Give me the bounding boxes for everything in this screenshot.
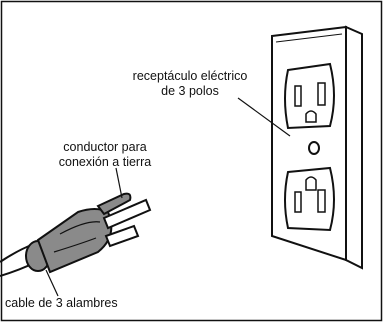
- upper-slot-left: [294, 85, 302, 107]
- lower-slot-right: [317, 189, 326, 213]
- ground-leader-line: [115, 167, 123, 199]
- ground-label-line2: conexión a tierra: [59, 155, 151, 169]
- center-screw: [308, 141, 320, 155]
- receptacle-leader-line: [237, 97, 291, 137]
- lower-outlet: [284, 166, 335, 232]
- plug-blade-upper: [102, 198, 152, 230]
- upper-slot-right: [317, 82, 326, 106]
- upper-ground-hole: [305, 110, 317, 123]
- plug: [25, 192, 152, 274]
- ground-label-line1: conductor para: [63, 140, 146, 154]
- cable-leader-line: [45, 269, 59, 297]
- upper-outlet: [284, 62, 335, 130]
- receptacle-label-line2: de 3 polos: [161, 84, 219, 98]
- lower-slot-left: [294, 191, 302, 213]
- cable-label: cable de 3 alambres: [5, 296, 118, 310]
- ground-pin: [96, 192, 132, 216]
- plug-blade-lower: [104, 224, 140, 248]
- lower-ground-hole: [305, 176, 317, 191]
- plug-body: [36, 208, 113, 274]
- receptacle-label-line1: receptáculo eléctrico: [133, 69, 248, 83]
